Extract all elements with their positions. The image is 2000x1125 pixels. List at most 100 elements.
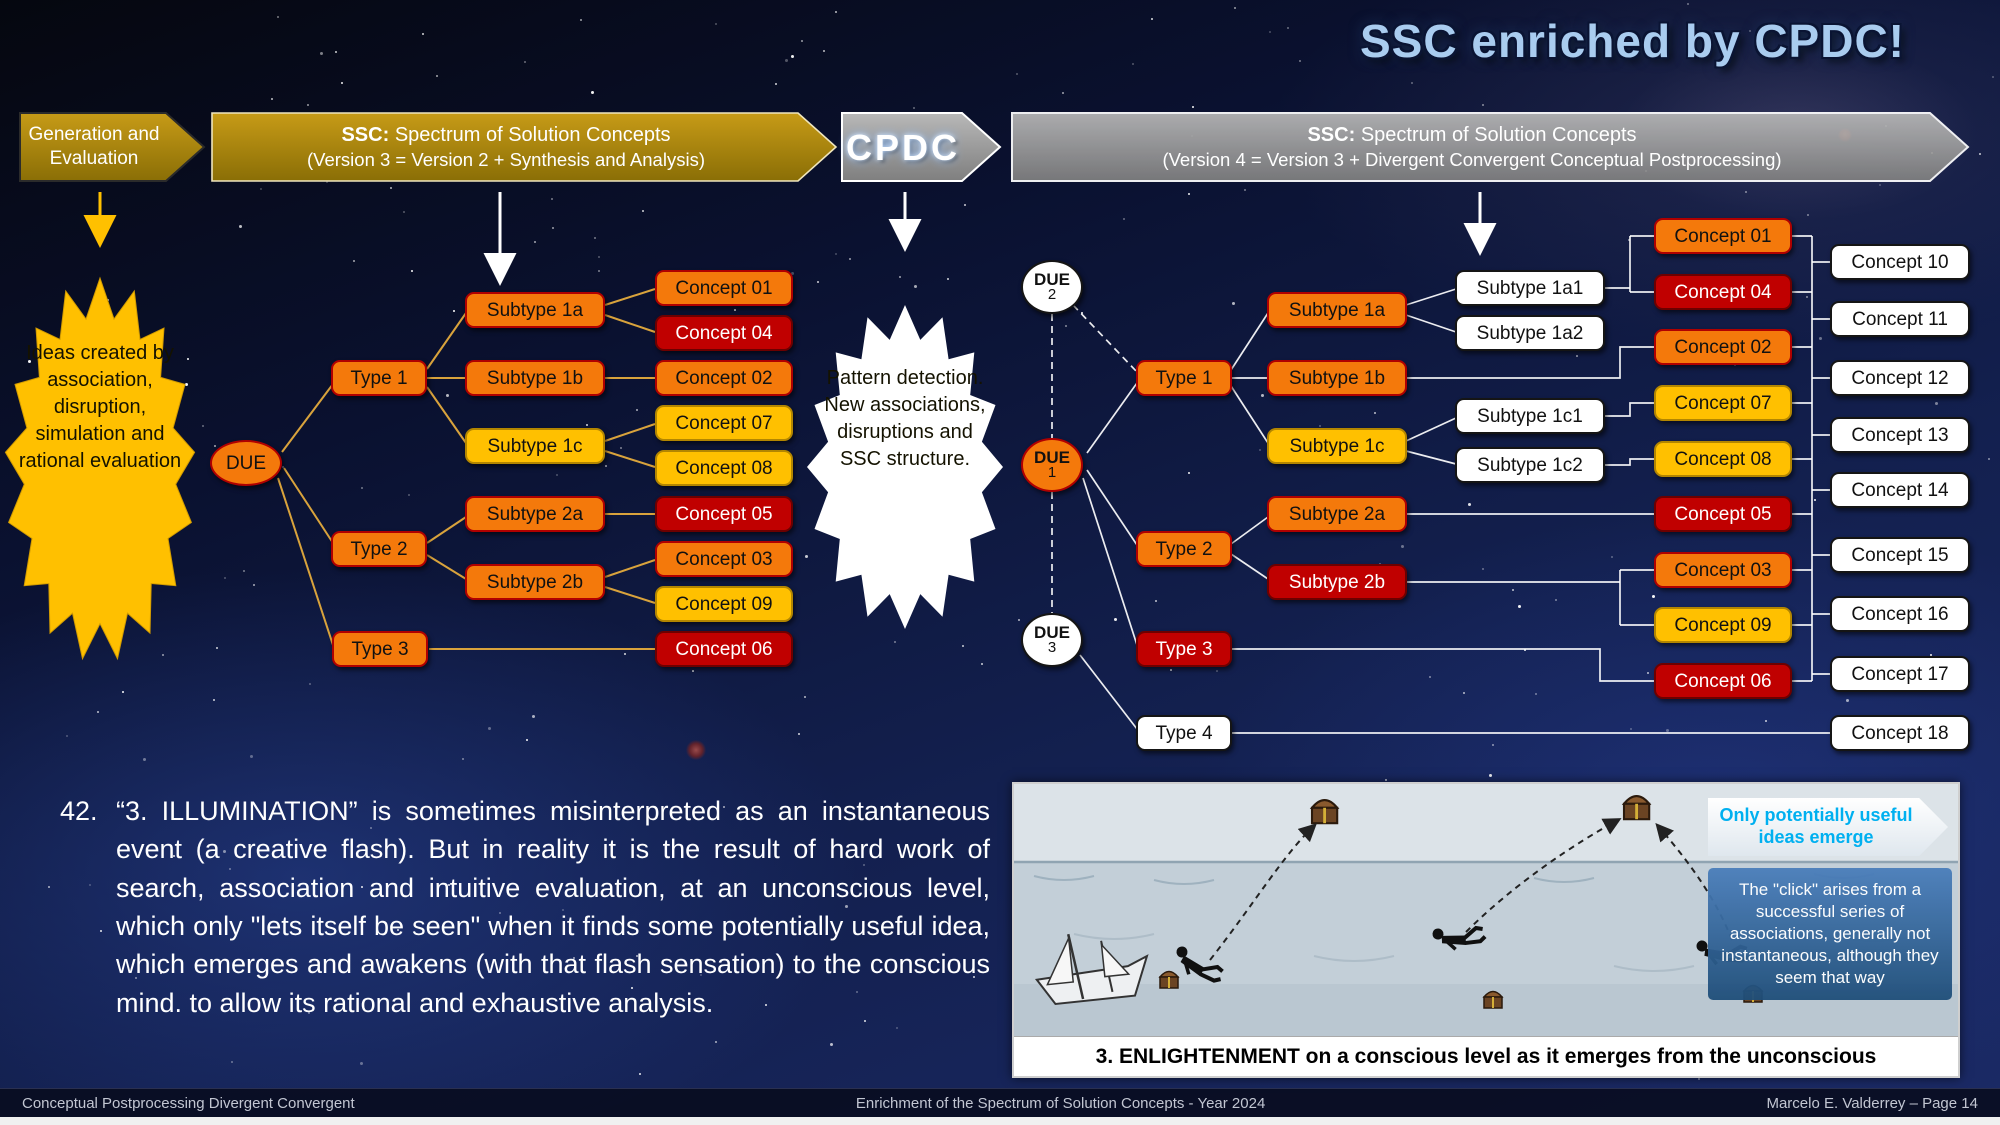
v4-concept-11: Concept 11 [1830, 301, 1970, 337]
banner-ssc3: SSC: Spectrum of Solution Concepts (Vers… [214, 113, 798, 181]
star [580, 19, 582, 21]
star [436, 75, 438, 77]
v4-subtype-1a: Subtype 1a [1267, 292, 1407, 328]
star [1123, 218, 1125, 220]
banner-ssc3-shape [211, 112, 838, 182]
footer-bar: Conceptual Postprocessing Divergent Conv… [0, 1088, 2000, 1117]
v4-due-3: DUE 3 [1021, 613, 1083, 667]
star [448, 884, 450, 886]
v4-concept-16: Concept 16 [1830, 596, 1970, 632]
star [605, 465, 607, 467]
ideas-emerge-ribbon: Only potentially useful ideas emerge [1708, 798, 1948, 856]
star [100, 930, 102, 932]
star [947, 278, 949, 280]
v4-concept-09: Concept 09 [1654, 607, 1792, 643]
star [390, 187, 392, 189]
star [243, 570, 245, 572]
star [1018, 619, 1020, 621]
footer-center: Enrichment of the Spectrum of Solution C… [855, 1094, 1266, 1112]
star [335, 51, 337, 53]
star [899, 276, 901, 278]
star [734, 309, 736, 311]
star [1652, 595, 1655, 598]
ideas-starburst-shape [4, 276, 196, 661]
star [1930, 654, 1932, 656]
star [216, 647, 218, 649]
star [1269, 31, 1271, 33]
v3-concept-09: Concept 09 [655, 586, 793, 622]
star [1374, 412, 1376, 414]
star [1518, 605, 1521, 608]
star [213, 699, 215, 701]
star [591, 91, 594, 94]
star [526, 739, 528, 741]
star [524, 61, 526, 63]
v4-due-2-label: DUE [1034, 269, 1070, 289]
star [260, 188, 262, 190]
v4-concept-10: Concept 10 [1830, 244, 1970, 280]
v4-concept-04: Concept 04 [1654, 274, 1792, 310]
v4-type-2: Type 2 [1136, 531, 1232, 567]
star [973, 976, 975, 978]
star [532, 715, 535, 718]
star [765, 1004, 767, 1006]
star [408, 494, 410, 496]
pattern-starburst-shape [807, 305, 1003, 629]
star [552, 227, 554, 229]
star [856, 991, 858, 993]
star [308, 1012, 310, 1014]
star [185, 383, 188, 386]
star [849, 258, 851, 260]
v4-concept-05: Concept 05 [1654, 496, 1792, 532]
star [534, 241, 536, 243]
banner-gen-eval-shape [19, 112, 206, 182]
star [1299, 60, 1301, 62]
v4-concept-07: Concept 07 [1654, 385, 1792, 421]
star [160, 972, 162, 974]
star [422, 33, 424, 35]
star [1576, 355, 1578, 357]
pattern-starburst-text: Pattern detection. New associations, dis… [824, 367, 986, 470]
v4-subtype-2a: Subtype 2a [1267, 496, 1407, 532]
star [863, 864, 865, 866]
banner-ssc3-line1: SSC: Spectrum of Solution Concepts [214, 123, 798, 148]
banner-ssc4: SSC: Spectrum of Solution Concepts (Vers… [1014, 113, 1930, 181]
star [28, 360, 31, 363]
v4-concept-18: Concept 18 [1830, 715, 1970, 751]
star [594, 237, 596, 239]
star [1114, 618, 1117, 621]
v4-subtype-1c2: Subtype 1c2 [1455, 447, 1605, 483]
v4-due-1: DUE 1 [1021, 438, 1083, 492]
star [896, 1027, 898, 1029]
star [1234, 7, 1236, 9]
slide-title: SSC enriched by CPDC! [1360, 15, 1905, 67]
ideas-starburst-text: Ideas created by association, disruption… [18, 342, 182, 472]
v4-concept-01: Concept 01 [1654, 218, 1792, 254]
star [1935, 402, 1938, 405]
star [1065, 325, 1067, 327]
footer-left: Conceptual Postprocessing Divergent Conv… [22, 1094, 355, 1112]
star [817, 281, 819, 283]
star [143, 758, 146, 761]
star [981, 663, 983, 665]
star [1016, 73, 1018, 75]
star [1647, 672, 1649, 674]
click-note-box: The "click" arises from a successful ser… [1708, 868, 1952, 1000]
bottom-strip [0, 1117, 2000, 1125]
paragraph-text: “3. ILLUMINATION” is sometimes misinterp… [116, 796, 990, 1018]
enlightenment-figure: Only potentially useful ideas emerge The… [1012, 782, 1960, 1078]
v4-concept-02: Concept 02 [1654, 329, 1792, 365]
star [326, 181, 328, 183]
v3-subtype-1c: Subtype 1c [465, 428, 605, 464]
tree-v3-connectors [277, 288, 656, 650]
banner-ssc3-line2: (Version 3 = Version 2 + Synthesis and A… [307, 148, 705, 170]
star [307, 104, 309, 106]
star [586, 424, 588, 426]
star [1814, 499, 1816, 501]
star [1979, 153, 1981, 155]
star [692, 670, 694, 672]
star [397, 929, 399, 931]
star [1463, 692, 1465, 694]
v4-concept-17: Concept 17 [1830, 656, 1970, 692]
